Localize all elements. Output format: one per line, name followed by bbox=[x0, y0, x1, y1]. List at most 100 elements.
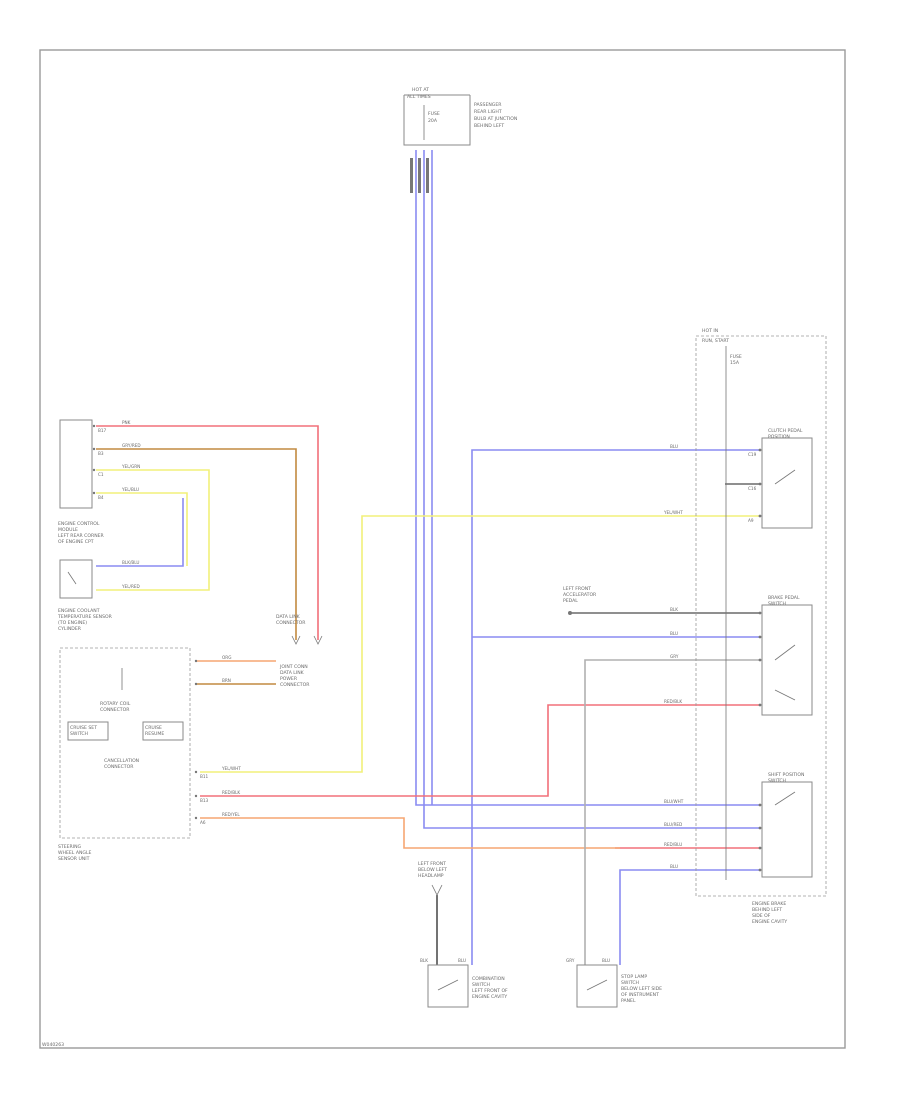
connector-mark-2 bbox=[418, 158, 421, 193]
wire-blue-mod bbox=[96, 498, 184, 567]
wl-blu-1: BLU bbox=[670, 444, 678, 449]
switch2: BRAKE PEDAL SWITCH bbox=[758, 595, 813, 716]
wire-blue-switch1 bbox=[471, 449, 760, 965]
wl-yel-red: YEL/RED bbox=[121, 584, 140, 589]
top-fuse-header-1: HOT AT bbox=[412, 87, 429, 93]
switch3-label-2: SWITCH bbox=[768, 778, 786, 784]
junction-label-4: CONNECTOR bbox=[280, 682, 310, 688]
top-fuse-rating-2: 20A bbox=[428, 118, 438, 124]
wire-yellow-long bbox=[200, 515, 760, 773]
wl-yel-blu: YEL/BLU bbox=[121, 487, 139, 492]
top-fuse-rating-1: FUSE bbox=[428, 111, 440, 117]
steering-left-box-1: CRUISE SET bbox=[70, 725, 97, 731]
br-switch-label-5: PANEL bbox=[621, 998, 636, 1004]
wire-red-upper bbox=[96, 425, 319, 640]
left-module: ENGINE CONTROL MODULE LEFT REAR CORNER O… bbox=[58, 419, 105, 545]
lamp-label-2: ACCELERATOR bbox=[563, 592, 597, 598]
left-sensor-label-2: TEMPERATURE SENSOR bbox=[57, 614, 113, 620]
pin-p2: B3 bbox=[98, 451, 104, 456]
right-panel-fuse-1: FUSE bbox=[730, 354, 742, 360]
top-fuse-label-1: PASSENGER bbox=[474, 102, 502, 108]
wire-blue-bottom bbox=[619, 869, 760, 965]
junction-label-2: DATA LINK bbox=[280, 670, 305, 676]
right-panel-label-3: SIDE OF bbox=[752, 913, 771, 919]
bl-switch-label-1: COMBINATION bbox=[472, 976, 505, 982]
lamp-label-3: PEDAL bbox=[563, 598, 578, 604]
wl-blk-2: BLK bbox=[420, 958, 428, 963]
wire-blue-trunk-1 bbox=[415, 150, 760, 806]
right-panel: HOT IN RUN, START FUSE 15A ENGINE BRAKE … bbox=[695, 328, 827, 925]
switch2-label-2: SWITCH bbox=[768, 601, 786, 607]
wl-yel-wht-2: YEL/WHT bbox=[663, 510, 683, 515]
connector-mark-1 bbox=[410, 158, 413, 193]
pin-p1: B17 bbox=[98, 428, 107, 433]
steering-label-1: STEERING bbox=[58, 844, 82, 850]
wl-red-blk-2: RED/BLK bbox=[664, 699, 682, 704]
right-panel-fuse-2: 15A bbox=[730, 360, 740, 366]
bl-switch-label-2: SWITCH bbox=[472, 982, 490, 988]
connector-mark-3 bbox=[426, 158, 429, 193]
wire-yellow-mod-2 bbox=[96, 492, 188, 566]
wl-blu-3: BLU bbox=[670, 864, 678, 869]
ground-label-1: LEFT FRONT bbox=[418, 861, 446, 867]
right-panel-label-1: ENGINE BRAKE bbox=[752, 901, 786, 907]
wl-gry: GRY bbox=[670, 654, 679, 659]
bottom-left-switch: COMBINATION SWITCH LEFT FRONT OF ENGINE … bbox=[427, 964, 508, 1008]
left-module-label-3: LEFT REAR CORNER bbox=[58, 533, 105, 539]
br-switch-label-3: BELOW LEFT SIDE bbox=[621, 986, 662, 992]
pin-p8: C19 bbox=[748, 452, 757, 457]
switch1: CLUTCH PEDAL POSITION bbox=[758, 428, 813, 529]
br-switch-label-2: SWITCH bbox=[621, 980, 639, 986]
left-sensor-label-4: CYLINDER bbox=[58, 626, 82, 632]
wl-blu-2: BLU bbox=[670, 631, 678, 636]
left-sensor-label-1: ENGINE COOLANT bbox=[58, 608, 100, 614]
pin-p3: C1 bbox=[98, 472, 104, 477]
switch3-label-1: SHIFT POSITION bbox=[768, 772, 804, 778]
wl-blk-blu: BLK/BLU bbox=[122, 560, 139, 565]
switch1-label-2: POSITION bbox=[768, 434, 790, 440]
wl-yel-grn: YEL/GRN bbox=[121, 464, 140, 469]
wl-red-yel: RED/YEL bbox=[222, 812, 240, 817]
bl-switch-label-4: ENGINE CAVITY bbox=[472, 994, 507, 1000]
wire-yellow-mod-1 bbox=[96, 469, 210, 591]
wl-red-blk: RED/BLK bbox=[222, 790, 240, 795]
wl-blu-wht: BLU/WHT bbox=[664, 799, 684, 804]
left-module-label-4: OF ENGINE CPT bbox=[58, 539, 94, 545]
right-panel-label-4: ENGINE CAVITY bbox=[752, 919, 787, 925]
wl-red-blu: RED/BLU bbox=[664, 842, 682, 847]
top-fuse-label-2: REAR LIGHT bbox=[474, 109, 502, 115]
wl-pnk: PNK bbox=[122, 420, 131, 425]
steering-bottom-2: CONNECTOR bbox=[104, 764, 134, 770]
top-fuse-header-2: ALL TIMES bbox=[407, 94, 431, 100]
steering-right-box-1: CRUISE bbox=[145, 725, 162, 731]
steering-label-3: SENSOR UNIT bbox=[58, 856, 90, 862]
steering-sensor: ROTARY COIL CONNECTOR CRUISE SET SWITCH … bbox=[58, 647, 198, 862]
diagram-frame bbox=[39, 49, 846, 1049]
wl-yel-wht: YEL/WHT bbox=[221, 766, 241, 771]
pin-labels: B17 B3 C1 B4 B11 B13 A6 C19 C16 A9 bbox=[98, 428, 757, 825]
wl-blk: BLK bbox=[670, 607, 678, 612]
pin-p4: B4 bbox=[98, 495, 104, 500]
right-panel-label-2: BEHIND LEFT bbox=[752, 907, 782, 913]
wires bbox=[96, 150, 760, 965]
left-sensor: ENGINE COOLANT TEMPERATURE SENSOR (TO EN… bbox=[57, 559, 113, 632]
wire-brown-vert bbox=[96, 448, 297, 640]
junction-label-3: POWER bbox=[280, 676, 298, 682]
steering-label-2: WHEEL ANGLE bbox=[58, 850, 92, 856]
wl-brn: BRN bbox=[222, 678, 231, 683]
top-fuse: HOT AT ALL TIMES PASSENGER REAR LIGHT BU… bbox=[403, 87, 517, 193]
diagram-code: W040263 bbox=[42, 1042, 64, 1048]
top-fuse-label-3: BULB AT JUNCTION bbox=[474, 116, 517, 122]
wire-red-lower bbox=[200, 704, 760, 797]
switch1-label-1: CLUTCH PEDAL bbox=[768, 428, 803, 434]
wl-org: ORG bbox=[222, 655, 231, 660]
pin-p10: A9 bbox=[748, 518, 754, 523]
steering-contact-1: ROTARY COIL bbox=[100, 701, 131, 707]
br-switch-label-1: STOP LAMP bbox=[621, 974, 647, 980]
pin-p5: B11 bbox=[200, 774, 209, 779]
junction-label-1: JOINT CONN bbox=[279, 664, 308, 670]
right-panel-header-1: HOT IN bbox=[702, 328, 718, 334]
bottom-right-switch: STOP LAMP SWITCH BELOW LEFT SIDE OF INST… bbox=[576, 964, 662, 1008]
left-module-label-1: ENGINE CONTROL bbox=[58, 521, 100, 527]
